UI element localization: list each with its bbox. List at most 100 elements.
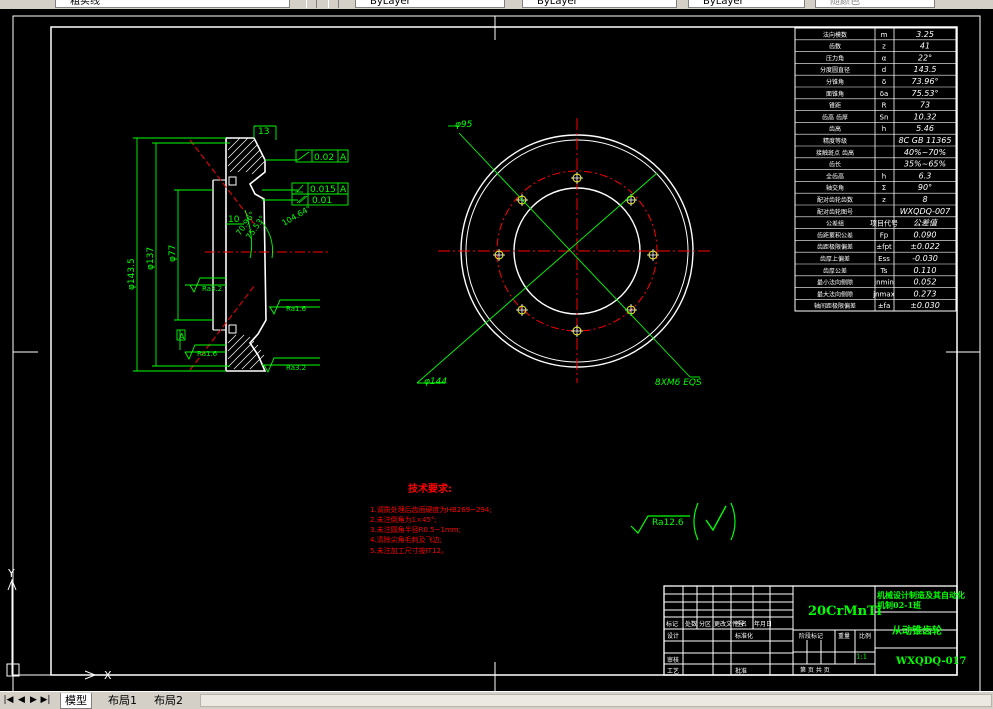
ratio-label: 比例 [859,632,871,640]
stage-label: 阶段标记 [799,632,823,640]
table-cell-symbol: jnmin [873,279,894,287]
tech-item: 5.未注加工尺寸按IT12。 [370,546,448,555]
table-cell-name: 配对齿轮图号 [817,208,853,216]
table-cell-name: 配对齿轮齿数 [817,196,853,204]
table-cell-value: 8 [922,195,927,204]
hdr-sign: 签名 [735,620,747,628]
layout-tabs-bar: |◀ ◀ ▶ ▶| 模型 布局1 布局2 [0,691,993,709]
table-cell-name: 齿厚公差 [823,267,847,275]
weight-label: 重量 [838,632,850,640]
hdr-count: 处数 [685,620,697,628]
table-cell-value: 6.3 [919,171,932,180]
layer-previous-icon[interactable] [328,0,339,8]
table-cell-name: 齿高 齿厚 [822,113,848,121]
last-tab-icon[interactable]: ▶| [40,695,51,705]
design-label: 设计 [667,632,679,640]
table-cell-name: 齿长 [829,161,841,169]
table-cell-name: 锥距 [829,102,841,110]
table-cell-value: 0.110 [914,266,937,275]
flatness-value: 0.02 [314,153,334,163]
table-cell-symbol: 项目代号 [870,219,898,228]
table-cell-value: 73 [920,101,930,110]
title-block [663,585,958,676]
table-cell-value: 90° [918,183,932,192]
ra16-a: Ra1.6 [286,305,307,313]
part-name: 从动锥齿轮 [892,624,942,637]
datum-a1: A [340,153,347,163]
first-tab-icon[interactable]: |◀ [3,695,14,705]
linetype-control[interactable]: ByLayer [522,0,677,8]
table-cell-value: 143.5 [914,65,937,74]
dia-77: φ77 [168,245,178,262]
drawing-svg: 13 0.02 A 0.015 A 0.01 10 70.96° 75.53° … [6,15,981,691]
table-cell-symbol: Sn [880,113,889,121]
tech-title: 技术要求: [408,482,452,495]
prev-tab-icon[interactable]: ◀ [18,695,25,705]
standard-label: 标准化 [735,632,753,640]
table-cell-name: 全齿高 [826,172,844,180]
flatness2-value: 0.01 [312,196,332,206]
scale-value: 1:1 [856,653,867,661]
table-cell-value: 3.25 [916,30,934,39]
process-label: 工艺 [667,667,679,675]
ucs-x-label: X [104,669,112,682]
dia-137: φ137 [146,247,156,270]
table-cell-value: 22° [918,53,932,62]
title-block-text: 20CrMnTi 机械设计制造及其自动化 机制02-1班 从动锥齿轮 WXQDQ… [808,590,967,667]
inner-frame [50,26,958,676]
title-block-labels: 标记 处数 分区 更改文件号 签名 年月日 设计 标准化 阶段标记 重量 比例 … [666,620,871,675]
table-cell-symbol: δ [882,78,886,86]
layer-dropdown[interactable]: 粗实线 [55,0,290,8]
table-cell-value: 5.46 [916,124,934,133]
table-cell-name: 最小法向侧隙 [817,279,853,287]
table-cell-value: 73.96° [912,77,939,86]
dia-144: φ144 [424,377,447,387]
table-cell-name: 最大法向侧隙 [817,290,853,298]
table-cell-name: 分度圆直径 [820,66,850,74]
tech-item: 4.清除尖角毛刺及飞边; [370,535,442,544]
table-cell-value: 40%~70% [904,148,946,157]
material-label: 20CrMnTi [808,604,882,619]
drawing-canvas[interactable]: 13 0.02 A 0.015 A 0.01 10 70.96° 75.53° … [0,9,993,691]
tab-model[interactable]: 模型 [60,693,92,709]
table-cell-symbol: δa [880,90,889,98]
table-cell-name: 齿距累积公差 [817,231,853,239]
hdr-date: 年月日 [754,620,772,628]
tab-layout1[interactable]: 布局1 [108,694,137,707]
front-dims-text: φ95 φ144 8XM6 EQS [424,120,702,388]
general-roughness: Ra12.6 [630,502,736,541]
front-view [416,118,713,384]
table-cell-symbol: Fp [880,231,889,239]
table-cell-value: 75.53° [912,89,939,98]
lineweight-control[interactable]: ByLayer [688,0,805,8]
plot-style-control[interactable]: 随颜色 [815,0,935,8]
table-cell-name: 齿数 [829,43,841,51]
perp-value: 0.015 [310,185,336,195]
horizontal-scrollbar[interactable] [200,694,992,707]
dia-143: φ143.5 [127,258,137,290]
tech-requirements: 技术要求: 1.调质处理后齿面硬度为HB269~294; 2.未注倒角为1×45… [370,482,492,555]
table-cell-symbol: Ess [878,255,890,263]
table-cell-name: 齿距极限偏差 [817,243,853,251]
table-cell-name: 精度等级 [823,137,847,145]
sheet-label: 第 页 共 页 [800,666,830,674]
class-label: 机制02-1班 [877,600,921,610]
dim-13: 13 [258,127,269,137]
table-cell-name: 齿高 [829,125,841,133]
tab-layout2[interactable]: 布局2 [154,694,183,707]
dia-95: φ95 [455,120,473,130]
table-cell-symbol: h [882,125,886,133]
color-control[interactable]: ByLayer [355,0,505,8]
gdt-symbols [295,151,310,204]
school-label: 机械设计制造及其自动化 [877,590,965,600]
next-tab-icon[interactable]: ▶ [30,695,37,705]
table-cell-value: -0.030 [912,254,938,263]
layer-manager-icon[interactable] [306,0,317,8]
table-cell-value: 35%~65% [904,160,946,169]
angle-3: 104.64° [281,204,313,228]
table-cell-symbol: ±fpt [876,243,892,251]
table-cell-name: 齿厚上偏差 [820,255,850,263]
section-dims-text: 13 0.02 A 0.015 A 0.01 10 70.96° 75.53° … [127,127,347,372]
approve-label: 批准 [735,667,747,675]
